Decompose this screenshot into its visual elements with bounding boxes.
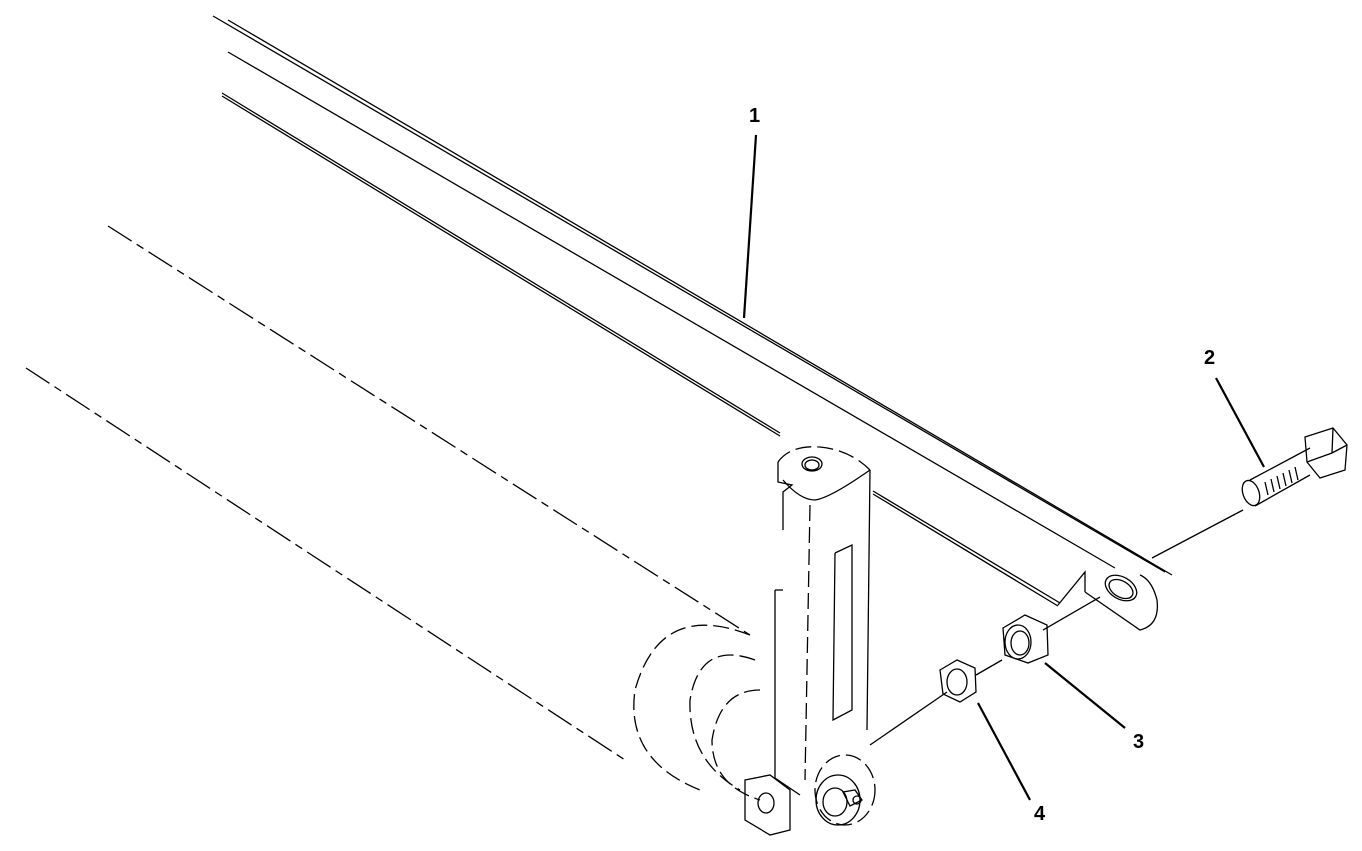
callout-3: 3 — [1133, 731, 1145, 753]
arm-bar — [212, 15, 1173, 631]
callout-1: 1 — [749, 105, 761, 127]
hex-nut-large — [1002, 596, 1101, 664]
roller-cylinder — [25, 225, 761, 801]
hex-bolt — [1151, 427, 1348, 559]
leader-lines — [742, 134, 1265, 801]
hex-nut-small — [939, 659, 1003, 703]
bracket — [744, 446, 948, 836]
callout-4: 4 — [1034, 803, 1046, 825]
callout-2: 2 — [1204, 347, 1216, 369]
